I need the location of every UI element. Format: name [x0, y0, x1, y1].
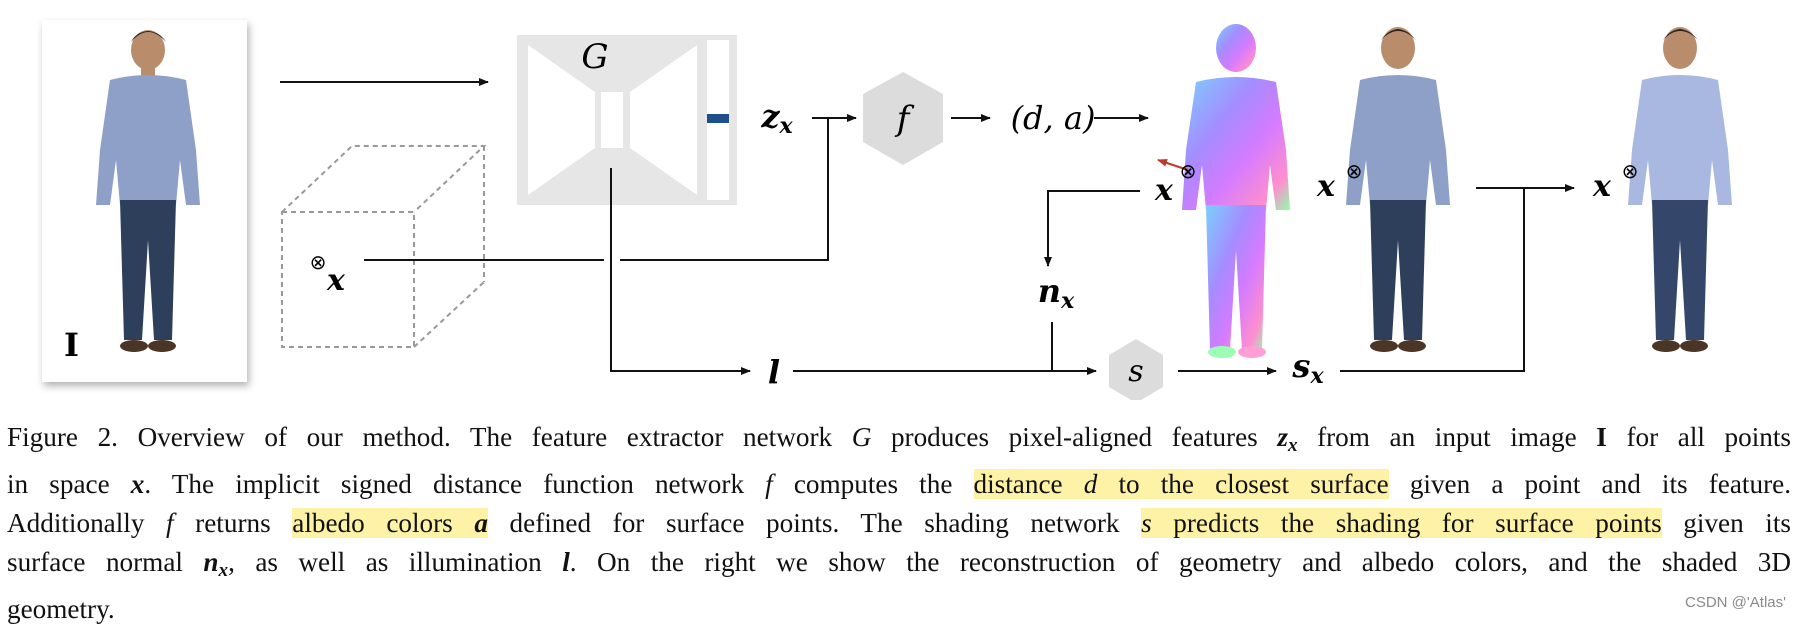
caption-text: . On the right we show the reconstructio… — [569, 546, 1792, 577]
caption-math: l — [562, 546, 570, 577]
albedo-figure — [1346, 27, 1450, 352]
caption-text: surface normal — [7, 546, 204, 577]
point-marker-icon: ⊗ — [1346, 159, 1363, 183]
caption-text: . The implicit signed distance function … — [144, 468, 766, 499]
caption-math: n — [203, 546, 219, 577]
caption-text: predicts the shading for surface points — [1151, 507, 1662, 538]
caption-highlight: distance d to the closest surface — [973, 468, 1389, 499]
person-photo-icon — [96, 30, 200, 352]
shading-output-label: sx — [1291, 347, 1324, 389]
point-marker-icon: ⊗ — [1622, 159, 1639, 183]
watermark: CSDN @'Atlas' — [1685, 594, 1786, 611]
caption-math: z — [1277, 422, 1288, 452]
arrow-g-to-illumination — [610, 168, 751, 375]
caption-math-sub: x — [1287, 434, 1298, 456]
pixel-feature-mark — [707, 114, 729, 123]
caption-text: albedo colors — [292, 507, 475, 538]
caption-math: s — [1141, 507, 1152, 538]
caption-highlight: s predicts the shading for surface point… — [1141, 507, 1662, 538]
caption-math: I — [1596, 422, 1607, 452]
figure-caption: Figure 2. Overview of our method. The fe… — [7, 418, 1791, 629]
caption-line-5: geometry. — [7, 593, 115, 624]
caption-text: , as well as illumination — [228, 546, 563, 577]
shading-label: s — [1128, 354, 1143, 389]
point-label-shaded: x — [1592, 169, 1612, 204]
caption-text: in space — [7, 468, 131, 499]
caption-text: produces pixel-aligned features — [871, 422, 1278, 452]
input-image: I — [42, 20, 247, 382]
caption-text: to the closest surface — [1097, 468, 1389, 499]
normal-geometry-figure — [1182, 24, 1290, 358]
point-label-albedo: x — [1316, 169, 1336, 204]
point-label-cube: x — [326, 263, 346, 298]
feature-label: zx — [760, 97, 793, 139]
caption-math: f — [166, 507, 174, 538]
caption-math-sub: x — [218, 559, 229, 581]
caption-text: computes the — [772, 468, 974, 499]
caption-line-3: Additionally f returns albedo colors a d… — [7, 504, 1791, 543]
shading-network-hexagon — [1109, 339, 1163, 400]
normal-label: nx — [1038, 272, 1075, 314]
input-image-label: I — [64, 326, 79, 364]
caption-math: a — [474, 507, 488, 538]
normal-vector-arrow — [1157, 159, 1189, 171]
caption-text: returns — [173, 507, 293, 538]
illumination-label: l — [768, 353, 780, 391]
caption-text: Figure 2. Overview of our method. The fe… — [7, 422, 852, 452]
caption-math: G — [851, 422, 872, 452]
arrow-x-to-normal — [1044, 190, 1140, 267]
caption-text: given its — [1661, 507, 1791, 538]
caption-text: distance — [973, 468, 1084, 499]
line-sx-to-shaded — [1340, 188, 1525, 372]
point-marker-icon: ⊗ — [1180, 159, 1197, 183]
sdf-network-hexagon — [863, 72, 943, 165]
caption-line-1: Figure 2. Overview of our method. The fe… — [7, 418, 1791, 465]
caption-line-2: in space x. The implicit signed distance… — [7, 465, 1791, 504]
generator-label: G — [581, 37, 608, 77]
caption-text: for all points — [1606, 422, 1792, 452]
caption-text: defined for surface points. The shading … — [487, 507, 1142, 538]
caption-text: Additionally — [7, 507, 167, 538]
shaded-figure — [1628, 27, 1732, 352]
caption-math: x — [130, 468, 145, 499]
caption-math: d — [1083, 468, 1098, 499]
caption-line-4: surface normal nx, as well as illuminati… — [7, 543, 1791, 590]
query-point-marker-icon: ⊗ — [310, 250, 327, 274]
query-space-cube — [281, 145, 487, 348]
generator-block: G — [517, 35, 737, 205]
method-overview-diagram: I G ⊗ x zx f (d, a) ⊗ x — [42, 20, 1732, 400]
output-label: (d, a) — [1011, 99, 1096, 137]
caption-text: from an input image — [1297, 422, 1597, 452]
caption-math: f — [765, 468, 773, 499]
point-label-geometry: x — [1154, 173, 1174, 208]
caption-text: given a point and its feature. — [1388, 468, 1791, 499]
caption-highlight: albedo colors a — [292, 507, 488, 538]
